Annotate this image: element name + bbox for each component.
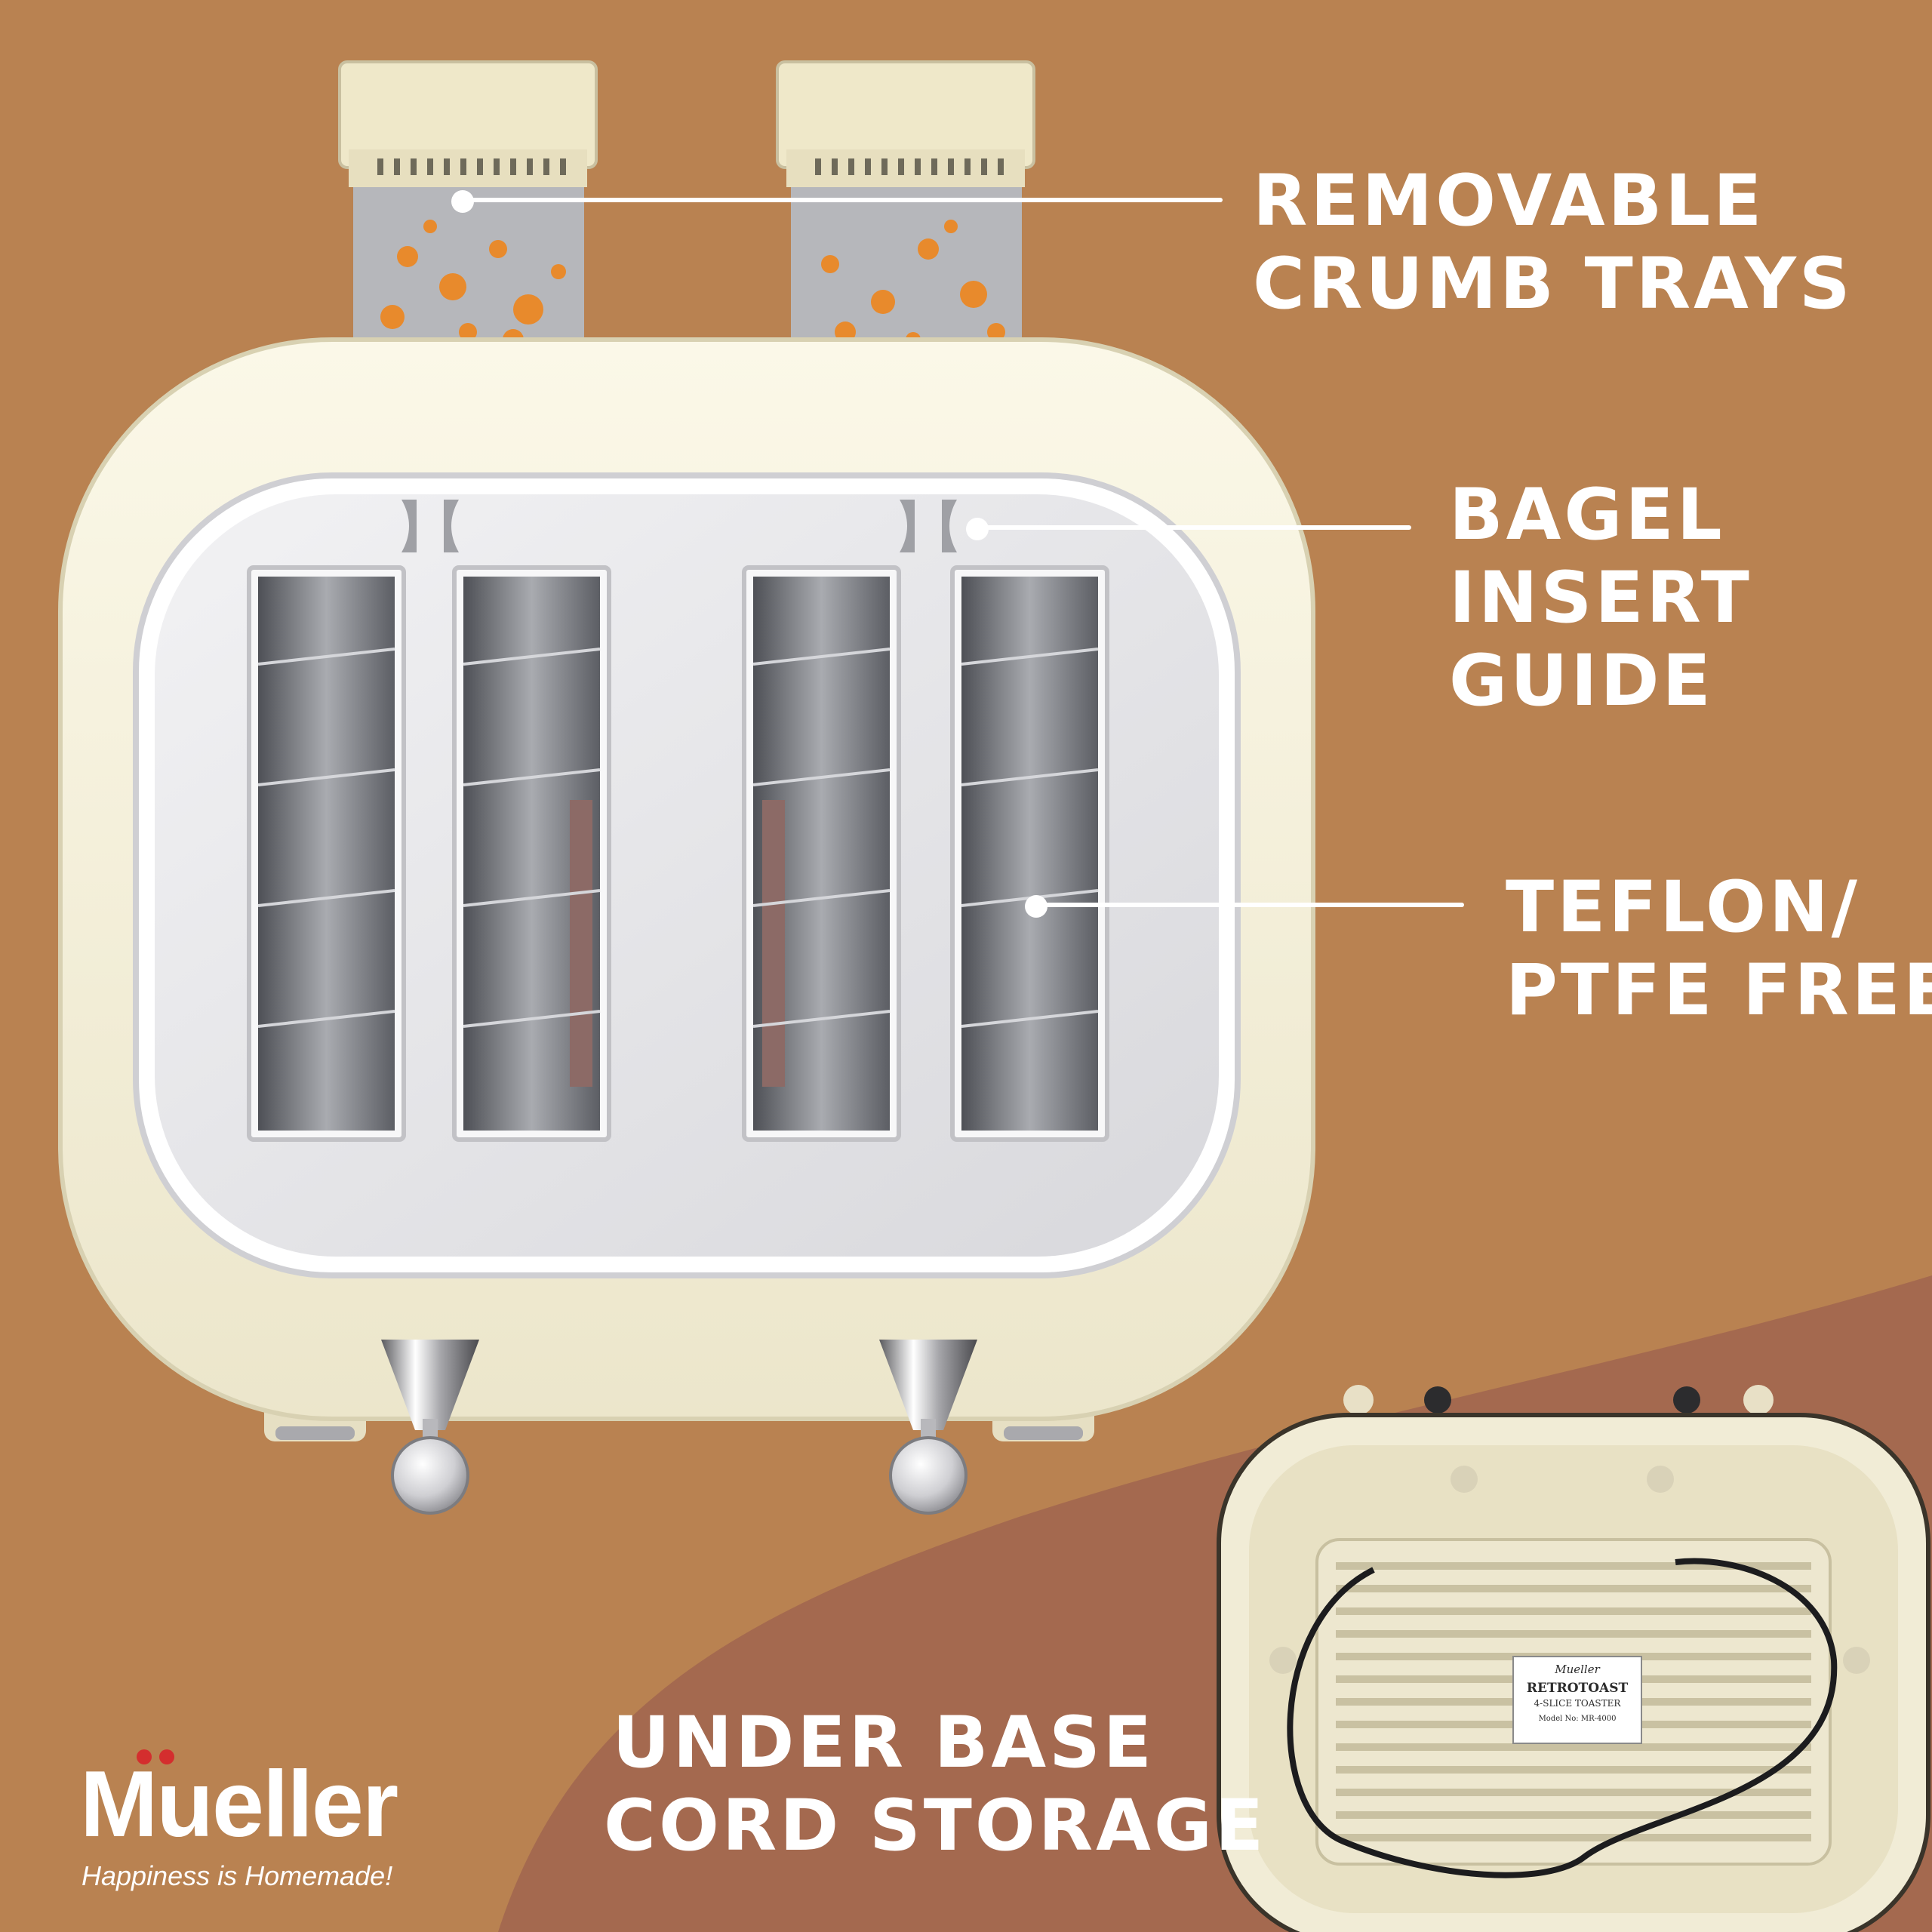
inset-model-label: Mueller RETROTOAST 4-SLICE TOASTER Model… xyxy=(1513,1657,1641,1743)
callout-ptfe-free: TEFLON/ PTFE FREE xyxy=(1506,866,1932,1032)
callout-cord-storage: UNDER BASE CORD STORAGE xyxy=(604,1702,1267,1867)
callout-line-crumb-trays xyxy=(468,198,1223,202)
toaster-slots xyxy=(247,565,1109,1142)
inset-product: RETROTOAST xyxy=(1526,1681,1629,1696)
callout-crumb-trays: REMOVABLE CRUMB TRAYS xyxy=(1253,160,1854,325)
crumb-tray-left xyxy=(338,60,598,361)
brand-tagline: Happiness is Homemade! xyxy=(82,1860,393,1891)
underside-inset xyxy=(1217,1385,1930,1932)
callout-bagel-guide: BAGEL INSERT GUIDE xyxy=(1449,474,1752,722)
callout-line-bagel-guide xyxy=(983,525,1411,530)
crumb-tray-right xyxy=(776,60,1035,361)
callout-line-ptfe-free xyxy=(1041,903,1464,907)
inset-brand: Mueller xyxy=(1555,1663,1600,1676)
lever-icon xyxy=(381,1340,977,1515)
brand-logo: Mueller xyxy=(80,1752,398,1857)
brand-umlaut xyxy=(137,1749,182,1767)
bagel-guide-icon xyxy=(401,500,957,552)
inset-subtitle: 4-SLICE TOASTER xyxy=(1534,1698,1621,1709)
inset-model: Model No: MR-4000 xyxy=(1538,1715,1617,1723)
